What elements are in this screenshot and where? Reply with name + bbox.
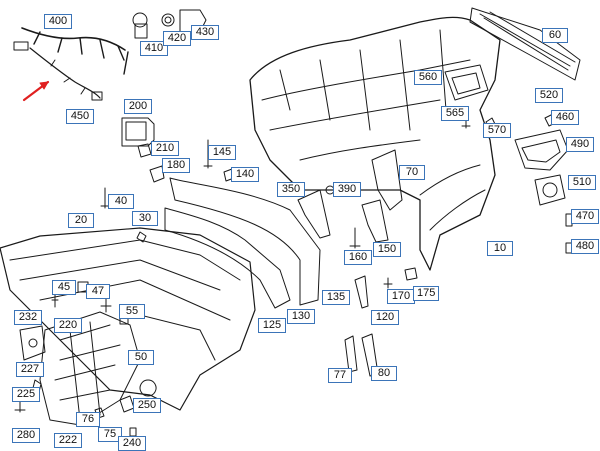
bumper-cover — [249, 16, 501, 271]
callout-400[interactable]: 400 — [44, 14, 72, 29]
wiring-harness — [13, 27, 129, 101]
callout-47[interactable]: 47 — [86, 284, 110, 299]
callout-250[interactable]: 250 — [133, 398, 161, 413]
callout-77[interactable]: 77 — [328, 368, 352, 383]
callout-125[interactable]: 125 — [258, 318, 286, 333]
callout-140[interactable]: 140 — [231, 167, 259, 182]
callout-70[interactable]: 70 — [399, 165, 425, 180]
callout-480[interactable]: 480 — [571, 239, 599, 254]
mounting-plate — [121, 117, 155, 147]
callout-350[interactable]: 350 — [277, 182, 305, 197]
callout-222[interactable]: 222 — [54, 433, 82, 448]
callout-390[interactable]: 390 — [333, 182, 361, 197]
callout-55[interactable]: 55 — [119, 304, 145, 319]
callout-180[interactable]: 180 — [162, 158, 190, 173]
callout-50[interactable]: 50 — [128, 350, 154, 365]
callout-565[interactable]: 565 — [441, 106, 469, 121]
callout-200[interactable]: 200 — [124, 99, 152, 114]
callout-170[interactable]: 170 — [387, 289, 415, 304]
callout-240[interactable]: 240 — [118, 436, 146, 451]
callout-160[interactable]: 160 — [344, 250, 372, 265]
callout-80[interactable]: 80 — [371, 366, 397, 381]
callout-570[interactable]: 570 — [483, 123, 511, 138]
callout-410[interactable]: 410 — [140, 41, 168, 56]
callout-225[interactable]: 225 — [12, 387, 40, 402]
callout-10[interactable]: 10 — [487, 241, 513, 256]
callout-150[interactable]: 150 — [373, 242, 401, 257]
callout-40[interactable]: 40 — [108, 194, 134, 209]
callout-135[interactable]: 135 — [322, 290, 350, 305]
callout-76[interactable]: 76 — [76, 412, 100, 427]
callout-490[interactable]: 490 — [566, 137, 594, 152]
callout-280[interactable]: 280 — [12, 428, 40, 443]
callout-430[interactable]: 430 — [191, 25, 219, 40]
callout-420[interactable]: 420 — [163, 31, 191, 46]
callout-450[interactable]: 450 — [66, 109, 94, 124]
callout-145[interactable]: 145 — [208, 145, 236, 160]
parking-sensors — [132, 9, 207, 39]
callout-210[interactable]: 210 — [151, 141, 179, 156]
callout-227[interactable]: 227 — [16, 362, 44, 377]
callout-45[interactable]: 45 — [52, 280, 76, 295]
callout-510[interactable]: 510 — [568, 175, 596, 190]
callout-60[interactable]: 60 — [542, 28, 568, 43]
callout-175[interactable]: 175 — [413, 286, 439, 301]
callout-460[interactable]: 460 — [551, 110, 579, 125]
callout-130[interactable]: 130 — [287, 309, 315, 324]
callout-20[interactable]: 20 — [68, 213, 94, 228]
callout-30[interactable]: 30 — [132, 211, 158, 226]
callout-120[interactable]: 120 — [371, 310, 399, 325]
callout-232[interactable]: 232 — [14, 310, 42, 325]
diffuser-strip — [469, 7, 581, 81]
callout-520[interactable]: 520 — [535, 88, 563, 103]
callout-220[interactable]: 220 — [54, 318, 82, 333]
callout-560[interactable]: 560 — [414, 70, 442, 85]
callout-470[interactable]: 470 — [571, 209, 599, 224]
callout-75[interactable]: 75 — [98, 427, 122, 442]
